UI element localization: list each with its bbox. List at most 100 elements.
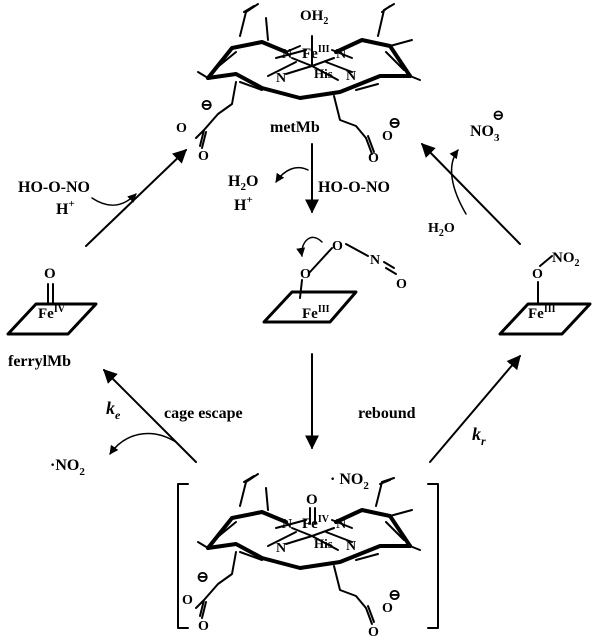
porphyrin-plane-nitrato <box>498 302 592 336</box>
n2-label-bl: N <box>276 541 286 556</box>
caged-no2-radical: · NO2 <box>330 471 369 492</box>
curved-arrow-water-out <box>275 166 309 183</box>
water-right: H2O <box>428 221 455 239</box>
arrow-rebound <box>429 354 521 463</box>
n-label-bl: N <box>276 71 286 86</box>
nitrate-charge: ⊖ <box>492 108 505 124</box>
porphyrin2-inner-left <box>213 521 263 561</box>
carboxylate-o-right-2: O <box>382 129 393 144</box>
carboxylate-charge-left: ⊖ <box>200 97 213 114</box>
methyl-left <box>197 71 209 79</box>
porphyrin2-upper-right-arc <box>334 508 412 548</box>
curved-arrow-hoono-in <box>91 193 137 206</box>
arrow-ferryl-to-metmb <box>85 149 188 247</box>
porphyrin-plane-center <box>262 290 358 324</box>
porphyrin2-n-bonds <box>267 519 353 547</box>
axial-water-label: OH2 <box>300 8 328 27</box>
n2-label-tl: N <box>282 517 292 532</box>
metmb-porphyrin: OH2 N N N N FeIII His O O ⊖ O O ⊖ metMb <box>176 3 421 166</box>
bracket-left <box>177 483 189 629</box>
porphyrin2-upper-left-arc <box>206 510 288 550</box>
carboxylate2-charge-left: ⊖ <box>196 569 209 586</box>
methyl-right <box>389 39 413 47</box>
arrow-nitrato-to-metmb <box>421 143 521 245</box>
methyl2-top <box>265 487 269 511</box>
propionate-right-carbonyl <box>365 135 375 155</box>
methyls2 <box>197 509 421 551</box>
fe-coordination-bonds <box>285 35 339 81</box>
oono-o3: O <box>396 277 407 292</box>
escaped-no2: ·NO2 <box>50 457 85 478</box>
ferryl-iron: FeIV <box>38 304 66 322</box>
rebound-label: rebound <box>358 405 416 422</box>
nitrate-label: NO3 <box>470 123 500 144</box>
rate-ke: ke <box>106 398 121 422</box>
porphyrin2-inner-right <box>355 521 405 561</box>
his2-label: His <box>314 536 333 551</box>
ferryl-oxo: O <box>44 266 56 282</box>
reactant-hoono-left: HO-O-NO <box>18 179 90 196</box>
oono-o1: O <box>300 267 311 282</box>
propionate-left-carbonyl <box>199 129 207 149</box>
oono-n: N <box>370 253 380 268</box>
n-label-tr: N <box>336 47 346 62</box>
ferryl-double-bond <box>47 283 54 305</box>
porphyrin-inner-bonds-right <box>355 51 405 91</box>
methyl-top-left <box>265 17 269 41</box>
iron2-label: FeIV <box>302 514 330 532</box>
n-label-tl: N <box>282 47 292 62</box>
nitrato-o: O <box>532 267 543 282</box>
porphyrin-inner-bonds-left <box>213 51 263 91</box>
carboxylate-o-left-2: O <box>176 121 187 136</box>
reactant-proton-left: H+ <box>56 198 75 218</box>
ferryl2-double-bond <box>309 507 316 525</box>
carboxylate2-o-left-2: O <box>182 593 193 608</box>
carboxylate2-charge-right: ⊖ <box>388 587 401 604</box>
carboxylate2-o-left: O <box>198 619 209 634</box>
porphyrin-plane-ferryl <box>6 302 98 336</box>
center-reactants: H2O H+ HO-O-NO <box>228 173 390 214</box>
reagent-hoono-center: HO-O-NO <box>318 179 390 196</box>
iron-label: FeIII <box>302 44 330 62</box>
caged-oxo: O <box>306 492 318 508</box>
ferrylmb-name: ferrylMb <box>8 353 71 370</box>
ferryl-complex: O FeIV ferrylMb <box>6 266 98 370</box>
vinyl-right <box>377 3 395 37</box>
n-label-br: N <box>346 69 356 84</box>
porphyrin-n-bonds-top <box>275 49 353 59</box>
rate-kr: kr <box>472 424 486 448</box>
peroxynitrite-complex: O O N O FeIII <box>262 236 407 324</box>
his-label: His <box>314 66 333 81</box>
carboxylate-charge-right: ⊖ <box>388 115 401 132</box>
propionate2-right <box>333 565 375 625</box>
porphyrin2-lower-rim <box>206 542 412 570</box>
left-top-reactants: HO-O-NO H+ <box>18 179 90 218</box>
porphyrin-lower-rim <box>206 72 412 100</box>
nitrato-no2: NO2 <box>552 250 580 269</box>
iron-center-label: FeIII <box>302 304 330 322</box>
vinyl2-left <box>239 473 259 507</box>
metmb-name: metMb <box>270 119 320 136</box>
bracket-right <box>427 483 439 629</box>
methyl-lower-right <box>409 75 421 81</box>
carboxylate-o-right: O <box>368 151 379 166</box>
carboxylate-o-left: O <box>198 149 209 164</box>
proton-center: H+ <box>234 194 253 214</box>
nitrato-bonds <box>537 255 553 305</box>
propionate2-left <box>195 551 237 619</box>
carboxylate2-o-right: O <box>368 625 379 640</box>
porphyrin-top-bonds <box>261 39 363 53</box>
fe2-coordination-bonds <box>285 527 339 551</box>
nitrato-complex: O NO2 FeIII <box>498 250 592 336</box>
arrow-cage-escape <box>103 369 197 463</box>
oono-bonds <box>299 243 397 299</box>
curved-arrow-nitrate-release <box>449 149 467 215</box>
caged-ferryl-porphyrin: · NO2 O N N N N FeIV His O O ⊖ O O ⊖ <box>177 471 439 640</box>
water-center: H2O <box>228 173 258 193</box>
nitrato-iron: FeIII <box>528 304 556 322</box>
propionate-right <box>333 95 367 139</box>
curved-arrow-no2-escape <box>109 432 177 455</box>
vinyl2-right <box>375 477 395 507</box>
n2-label-tr: N <box>336 517 346 532</box>
